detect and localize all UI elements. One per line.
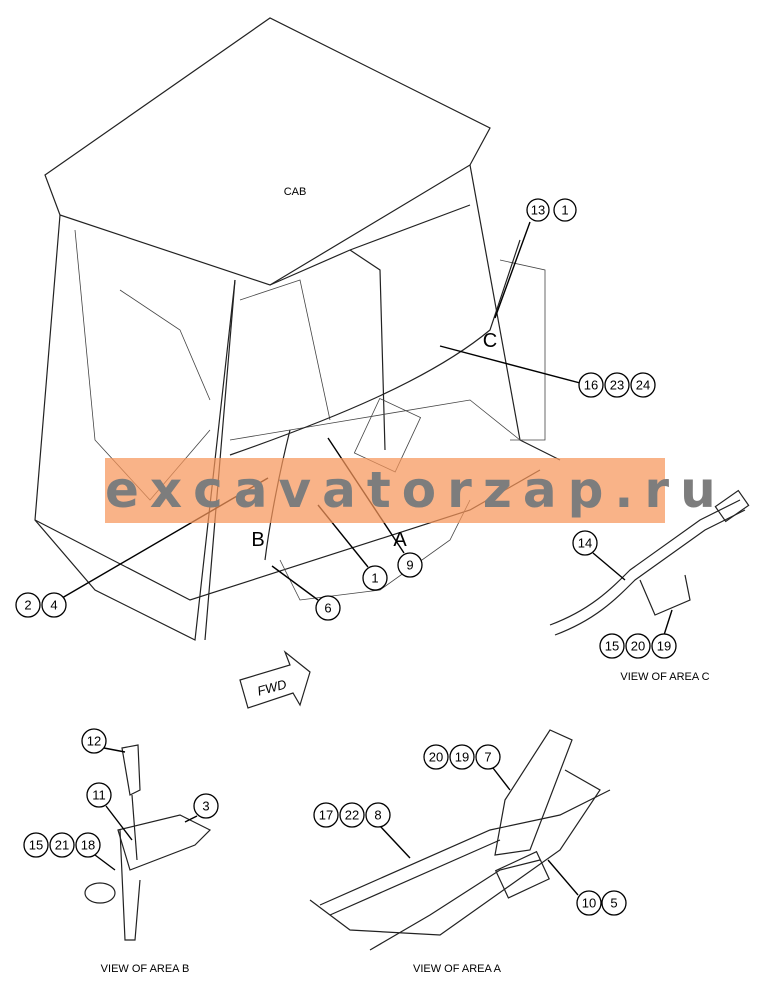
svg-text:9: 9 [406, 558, 413, 573]
view-c-caption: VIEW OF AREA C [620, 671, 709, 683]
svg-text:1: 1 [561, 203, 568, 218]
callout-7[interactable]: 7 [475, 744, 501, 770]
watermark-banner: excavatorzap.ru [105, 458, 727, 523]
leader-lines [61, 221, 673, 896]
svg-text:1: 1 [371, 571, 378, 586]
callout-14[interactable]: 14 [572, 530, 598, 556]
view-b-drawing [84, 744, 212, 941]
callout-17[interactable]: 17 [313, 802, 339, 828]
svg-text:3: 3 [202, 799, 209, 814]
forward-arrow-icon: FWD [239, 650, 311, 709]
fwd-label: FWD [256, 676, 288, 698]
callout-23[interactable]: 23 [604, 372, 630, 398]
svg-text:4: 4 [50, 598, 57, 613]
cab-drawing [34, 17, 561, 641]
callout-15-b[interactable]: 15 [23, 832, 49, 858]
callout-11[interactable]: 11 [86, 782, 112, 808]
svg-text:20: 20 [631, 639, 645, 654]
callout-9[interactable]: 9 [397, 552, 423, 578]
callout-8[interactable]: 8 [365, 802, 391, 828]
svg-text:19: 19 [657, 639, 671, 654]
callout-18[interactable]: 18 [75, 832, 101, 858]
svg-text:19: 19 [455, 750, 469, 765]
callout-19[interactable]: 19 [651, 633, 677, 659]
view-b-caption: VIEW OF AREA B [101, 963, 190, 975]
svg-text:15: 15 [605, 639, 619, 654]
svg-text:7: 7 [484, 750, 491, 765]
view-c-drawing [549, 489, 750, 636]
callout-1[interactable]: 1 [553, 198, 577, 222]
callout-21[interactable]: 21 [49, 832, 75, 858]
callout-1-mid[interactable]: 1 [362, 565, 388, 591]
callout-24[interactable]: 24 [630, 372, 656, 398]
area-c-marker: C [483, 330, 497, 352]
svg-text:17: 17 [319, 808, 333, 823]
callout-6[interactable]: 6 [315, 595, 341, 621]
svg-text:2: 2 [24, 598, 31, 613]
svg-text:23: 23 [610, 378, 624, 393]
callout-10[interactable]: 10 [576, 890, 602, 916]
svg-text:16: 16 [584, 378, 598, 393]
callout-16[interactable]: 16 [578, 372, 604, 398]
callout-15[interactable]: 15 [599, 633, 625, 659]
svg-text:15: 15 [29, 838, 43, 853]
svg-text:11: 11 [92, 788, 106, 803]
callout-22[interactable]: 22 [339, 802, 365, 828]
svg-text:10: 10 [582, 896, 596, 911]
callout-13-highlighted[interactable]: 13 [526, 198, 550, 222]
watermark-text: excavatorzap.ru [105, 461, 727, 519]
callout-19-a[interactable]: 19 [449, 744, 475, 770]
callout-20[interactable]: 20 [625, 633, 651, 659]
cab-label: CAB [284, 186, 307, 198]
callout-4[interactable]: 4 [41, 592, 67, 618]
area-a-marker: A [393, 529, 407, 551]
callout-12[interactable]: 12 [81, 728, 107, 754]
callout-3[interactable]: 3 [193, 793, 219, 819]
callout-20-a[interactable]: 20 [423, 744, 449, 770]
view-a-caption: VIEW OF AREA A [413, 963, 502, 975]
svg-text:13: 13 [531, 203, 545, 218]
svg-text:21: 21 [55, 838, 69, 853]
svg-text:14: 14 [578, 536, 592, 551]
svg-text:22: 22 [345, 808, 359, 823]
svg-text:18: 18 [81, 838, 95, 853]
svg-text:12: 12 [87, 734, 101, 749]
svg-text:24: 24 [636, 378, 650, 393]
area-b-marker: B [251, 529, 264, 551]
view-a-drawing [309, 729, 611, 951]
svg-text:8: 8 [374, 808, 381, 823]
callout-2[interactable]: 2 [15, 592, 41, 618]
svg-text:5: 5 [610, 896, 617, 911]
callout-5[interactable]: 5 [601, 890, 627, 916]
svg-text:6: 6 [324, 601, 331, 616]
svg-text:20: 20 [429, 750, 443, 765]
